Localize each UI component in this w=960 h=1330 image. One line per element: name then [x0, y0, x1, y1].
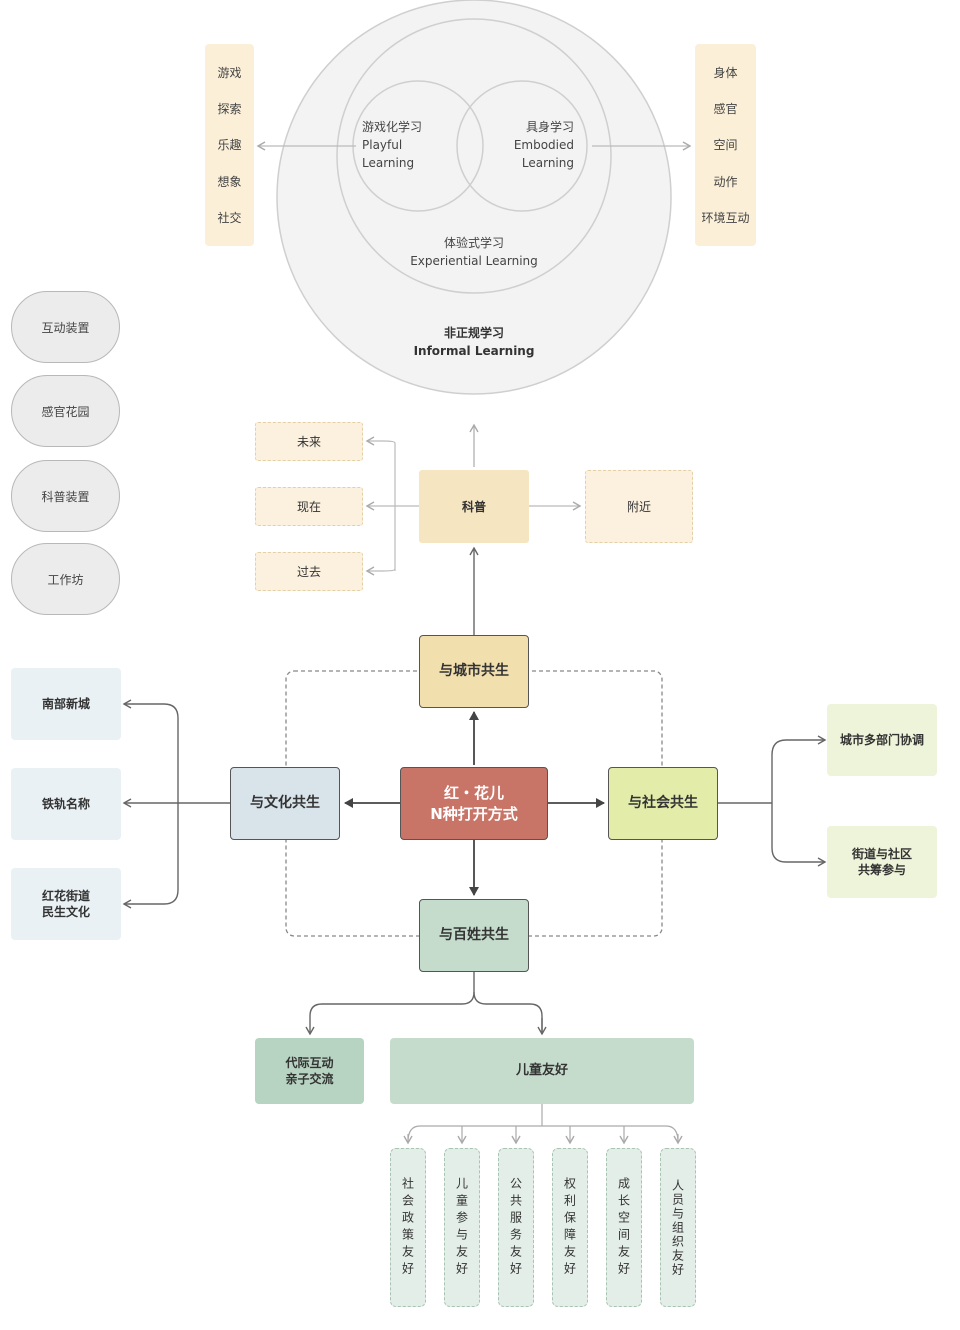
- informal-learning-label: 非正规学习 Informal Learning: [374, 324, 574, 360]
- kepu-past-label: 过去: [296, 565, 321, 579]
- kepu-past: 过去: [255, 552, 363, 591]
- keyword-explore: 探索: [217, 102, 242, 117]
- pill-science-device: 科普装置: [11, 460, 120, 532]
- child-item-public-service: 公共服务友好: [498, 1148, 534, 1307]
- embodied-keywords-column: 身体 感官 空间 动作 环境互动: [695, 44, 756, 246]
- embodied-en2: Learning: [521, 156, 574, 170]
- keyword-senses: 感官: [713, 102, 738, 117]
- keyword-motion: 动作: [713, 174, 738, 189]
- playful-en1: Playful: [362, 138, 403, 152]
- informal-en: Informal Learning: [413, 344, 535, 358]
- kepu-now-label: 现在: [296, 500, 321, 514]
- people-item-intergenerational: 代际互动 亲子交流: [255, 1038, 364, 1104]
- keyword-play: 游戏: [217, 65, 242, 80]
- kepu-nearby-label: 附近: [626, 500, 651, 514]
- keyword-social: 社交: [217, 211, 242, 226]
- child-item-personnel-org: 人员与组织友好: [660, 1148, 696, 1307]
- child-item-child-participation: 儿童参与友好: [444, 1148, 480, 1307]
- informal-cn: 非正规学习: [443, 326, 504, 340]
- culture-item-label: 铁轨名称: [41, 796, 90, 811]
- pill-label: 感官花园: [41, 404, 90, 419]
- pill-label: 工作坊: [47, 572, 84, 587]
- child-friendly-label: 儿童友好: [515, 1063, 568, 1079]
- people-item-child-friendly: 儿童友好: [390, 1038, 694, 1104]
- keyword-environment: 环境互动: [701, 211, 750, 226]
- society-item-line2: 共筹参与: [857, 863, 906, 877]
- kepu-future-label: 未来: [296, 435, 321, 449]
- pill-label: 互动装置: [41, 320, 90, 335]
- culture-item-rail-name: 铁轨名称: [11, 768, 121, 840]
- keyword-fun: 乐趣: [217, 138, 242, 153]
- child-item-label: 公共服务友好: [508, 1176, 523, 1279]
- child-item-label: 成长空间友好: [616, 1176, 631, 1279]
- people-coexist-label: 与百姓共生: [439, 927, 509, 944]
- experiential-en: Experiential Learning: [410, 254, 538, 268]
- people-coexist-box: 与百姓共生: [419, 899, 529, 972]
- child-item-label: 社会政策友好: [400, 1176, 415, 1279]
- experiential-cn: 体验式学习: [443, 236, 504, 250]
- pill-interactive-device: 互动装置: [11, 291, 120, 363]
- city-coexist-box: 与城市共生: [419, 635, 529, 708]
- center-line1: 红・花儿: [443, 784, 504, 803]
- kepu-future: 未来: [255, 422, 363, 461]
- child-item-growth-space: 成长空间友好: [606, 1148, 642, 1307]
- kepu-label: 科普: [461, 500, 486, 514]
- society-item-line1: 街道与社区: [851, 846, 912, 861]
- society-item-street-community: 街道与社区 共筹参与: [827, 826, 937, 898]
- kepu-now: 现在: [255, 487, 363, 526]
- culture-coexist-box: 与文化共生: [230, 767, 340, 840]
- keyword-space: 空间: [713, 138, 738, 153]
- child-item-rights-protection: 权利保障友好: [552, 1148, 588, 1307]
- center-line2: N种打开方式: [430, 804, 518, 823]
- pill-workshop: 工作坊: [11, 543, 120, 615]
- society-coexist-label: 与社会共生: [628, 795, 698, 812]
- culture-item-line1: 红花街道: [41, 888, 90, 903]
- people-item-line1: 代际互动: [285, 1055, 334, 1070]
- people-item-line2: 亲子交流: [285, 1072, 334, 1086]
- playful-en2: Learning: [362, 156, 415, 170]
- keyword-imagine: 想象: [217, 174, 242, 189]
- embodied-learning-label: 具身学习 Embodied Learning: [496, 118, 574, 172]
- embodied-cn: 具身学习: [525, 120, 574, 134]
- society-coexist-box: 与社会共生: [608, 767, 718, 840]
- keyword-body: 身体: [713, 65, 738, 80]
- kepu-box: 科普: [419, 470, 529, 543]
- culture-item-south-newtown: 南部新城: [11, 668, 121, 740]
- experiential-learning-label: 体验式学习 Experiential Learning: [374, 234, 574, 270]
- child-item-social-policy: 社会政策友好: [390, 1148, 426, 1307]
- pill-label: 科普装置: [41, 489, 90, 504]
- child-item-label: 儿童参与友好: [454, 1176, 469, 1279]
- playful-keywords-column: 游戏 探索 乐趣 想象 社交: [205, 44, 254, 246]
- culture-item-honghua-street: 红花街道 民生文化: [11, 868, 121, 940]
- center-box: 红・花儿 N种打开方式: [400, 767, 548, 840]
- culture-item-line2: 民生文化: [41, 905, 90, 919]
- child-item-label: 人员与组织友好: [670, 1178, 685, 1277]
- embodied-en1: Embodied: [513, 138, 574, 152]
- child-item-label: 权利保障友好: [562, 1176, 577, 1279]
- culture-item-label: 南部新城: [41, 696, 90, 711]
- society-item-city-coord: 城市多部门协调: [827, 704, 937, 776]
- playful-cn: 游戏化学习: [362, 120, 423, 134]
- kepu-nearby: 附近: [585, 470, 693, 543]
- pill-sensory-garden: 感官花园: [11, 375, 120, 447]
- city-coexist-label: 与城市共生: [439, 663, 509, 680]
- playful-learning-label: 游戏化学习 Playful Learning: [362, 118, 462, 172]
- culture-coexist-label: 与文化共生: [250, 795, 320, 812]
- society-item-label: 城市多部门协调: [839, 732, 924, 747]
